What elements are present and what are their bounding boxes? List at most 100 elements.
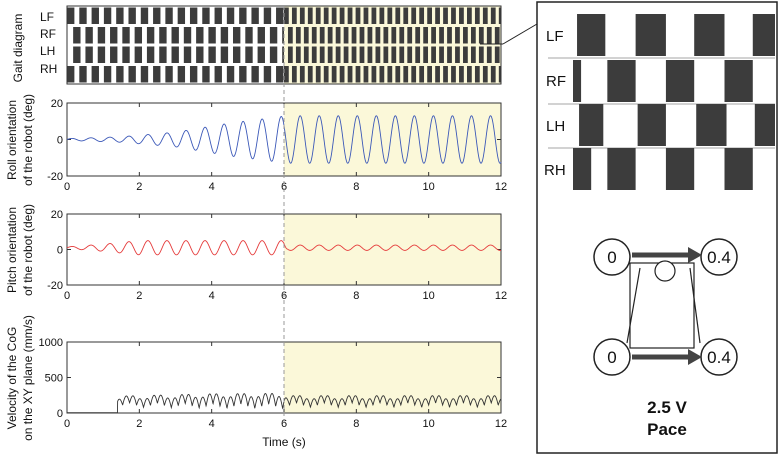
gait-stance-bar [226, 66, 235, 83]
gait-stance-bar [407, 27, 413, 44]
gait-stance-bar [359, 27, 365, 44]
gait-stance-bar [153, 7, 161, 24]
y-tick-label: 20 [51, 209, 63, 221]
arrow-bottom-head [688, 349, 702, 365]
x-tick-label: 4 [209, 290, 215, 302]
gait-stance-bar [335, 27, 341, 44]
node-bottom-left-label: 0 [607, 348, 616, 367]
gait-stance-bar [233, 46, 241, 63]
gait-stance-bar [423, 27, 429, 44]
gait-stance-bar [363, 7, 369, 24]
gait-stance-bar [498, 7, 501, 24]
gait-stance-bar [97, 46, 106, 63]
gait-stance-bar [103, 66, 112, 83]
gait-stance-bar [323, 7, 329, 24]
gait-stance-bar [383, 46, 389, 63]
gait-stance-bar [171, 46, 179, 63]
gait-stance-bar [140, 66, 149, 83]
gait-stance-bar [367, 46, 373, 63]
gait-stance-bar [177, 7, 186, 24]
gait-stance-bar [299, 66, 305, 83]
gait-stance-bar [467, 7, 472, 24]
gait-stance-bar [463, 27, 468, 44]
gait-stance-bar [128, 7, 136, 24]
gait-stance-bar [233, 27, 241, 44]
gait-stance-bar [359, 46, 365, 63]
gait-stance-bar [239, 66, 247, 83]
gait-stance-bar [327, 27, 333, 44]
gait-stance-bar [116, 66, 124, 83]
gait-stance-bar [263, 7, 272, 24]
gait-stance-bar [284, 66, 289, 83]
gait-stance-bar [202, 7, 210, 24]
gait-stance-bar [486, 46, 492, 63]
node-top-right-label: 0.4 [707, 248, 731, 267]
inset-stance-bar [754, 104, 775, 146]
gait-stance-bar [128, 66, 136, 83]
x-tick-label: 12 [495, 181, 507, 193]
gait-stance-bar [299, 7, 305, 24]
x-tick-label: 4 [209, 181, 215, 193]
gait-stance-bar [226, 7, 235, 24]
gait-stance-bar [355, 7, 361, 24]
gait-stance-bar [490, 7, 496, 24]
arrow-top-head [688, 247, 702, 263]
gait-stance-bar [208, 27, 216, 44]
gait-leg-label-rf: RF [40, 27, 56, 41]
node-top-left-label: 0 [607, 248, 616, 267]
gait-stance-bar [339, 66, 345, 83]
node-top-right [700, 238, 738, 276]
x-tick-label: 0 [64, 181, 70, 193]
gait-ylabel: Gait diagram [11, 14, 25, 83]
gait-stance-bar [379, 66, 385, 83]
gait-stance-bar [498, 66, 501, 83]
gait-stance-bar [134, 27, 143, 44]
inset-leg-label-lf: LF [546, 28, 564, 45]
gait-stance-bar [447, 27, 452, 44]
x-tick-label: 8 [353, 181, 359, 193]
highlight-panel-0 [284, 103, 501, 176]
gait-stance-bar [183, 46, 192, 63]
gait-stance-bar [367, 27, 373, 44]
node-middle [654, 260, 676, 282]
gait-stance-bar [295, 46, 301, 63]
gait-stance-bar [122, 46, 130, 63]
x-tick-label: 10 [423, 181, 435, 193]
velocity-ylabel-line1: Velocity of the CoG [5, 327, 19, 430]
x-tick-label: 2 [136, 418, 142, 430]
gait-stance-bar [494, 46, 500, 63]
gait-stance-bar [443, 7, 448, 24]
highlight-panel-1 [284, 214, 501, 285]
gait-stance-bar [427, 66, 432, 83]
gait-stance-bar [455, 46, 460, 63]
gait-stance-bar [383, 27, 389, 44]
gait-stance-bar [295, 27, 301, 44]
inset-caption-line2: Pace [647, 420, 687, 439]
gait-stance-bar [251, 7, 259, 24]
gait-stance-bar [122, 27, 130, 44]
y-tick-label: 0 [57, 245, 63, 257]
gait-stance-bar [331, 7, 337, 24]
gait-stance-bar [355, 66, 361, 83]
gait-stance-bar [311, 27, 317, 44]
gait-stance-bar [202, 66, 210, 83]
pitch-ylabel-line1: Pitch orientation [5, 207, 19, 293]
inset-panel: LF RF LH RH 0 0.4 0 0.4 2.5 V Pace [480, 1, 778, 454]
gait-stance-bar [331, 66, 337, 83]
gait-stance-bar [85, 46, 93, 63]
gait-stance-bar [146, 27, 155, 44]
gait-leg-label-lh: LH [40, 44, 55, 58]
gait-stance-bar [395, 66, 401, 83]
gait-stance-bar [455, 27, 460, 44]
gait-stance-bar [159, 27, 167, 44]
network-link-right [689, 267, 701, 344]
gait-stance-bar [153, 66, 161, 83]
roll-ylabel-line2: of the robot (deg) [21, 94, 35, 186]
gait-stance-bar [214, 66, 222, 83]
gait-stance-bar [257, 46, 265, 63]
gait-stance-bar [447, 46, 452, 63]
gait-stance-bar [399, 46, 405, 63]
gait-stance-bar [319, 27, 325, 44]
gait-stance-bar [443, 66, 448, 83]
